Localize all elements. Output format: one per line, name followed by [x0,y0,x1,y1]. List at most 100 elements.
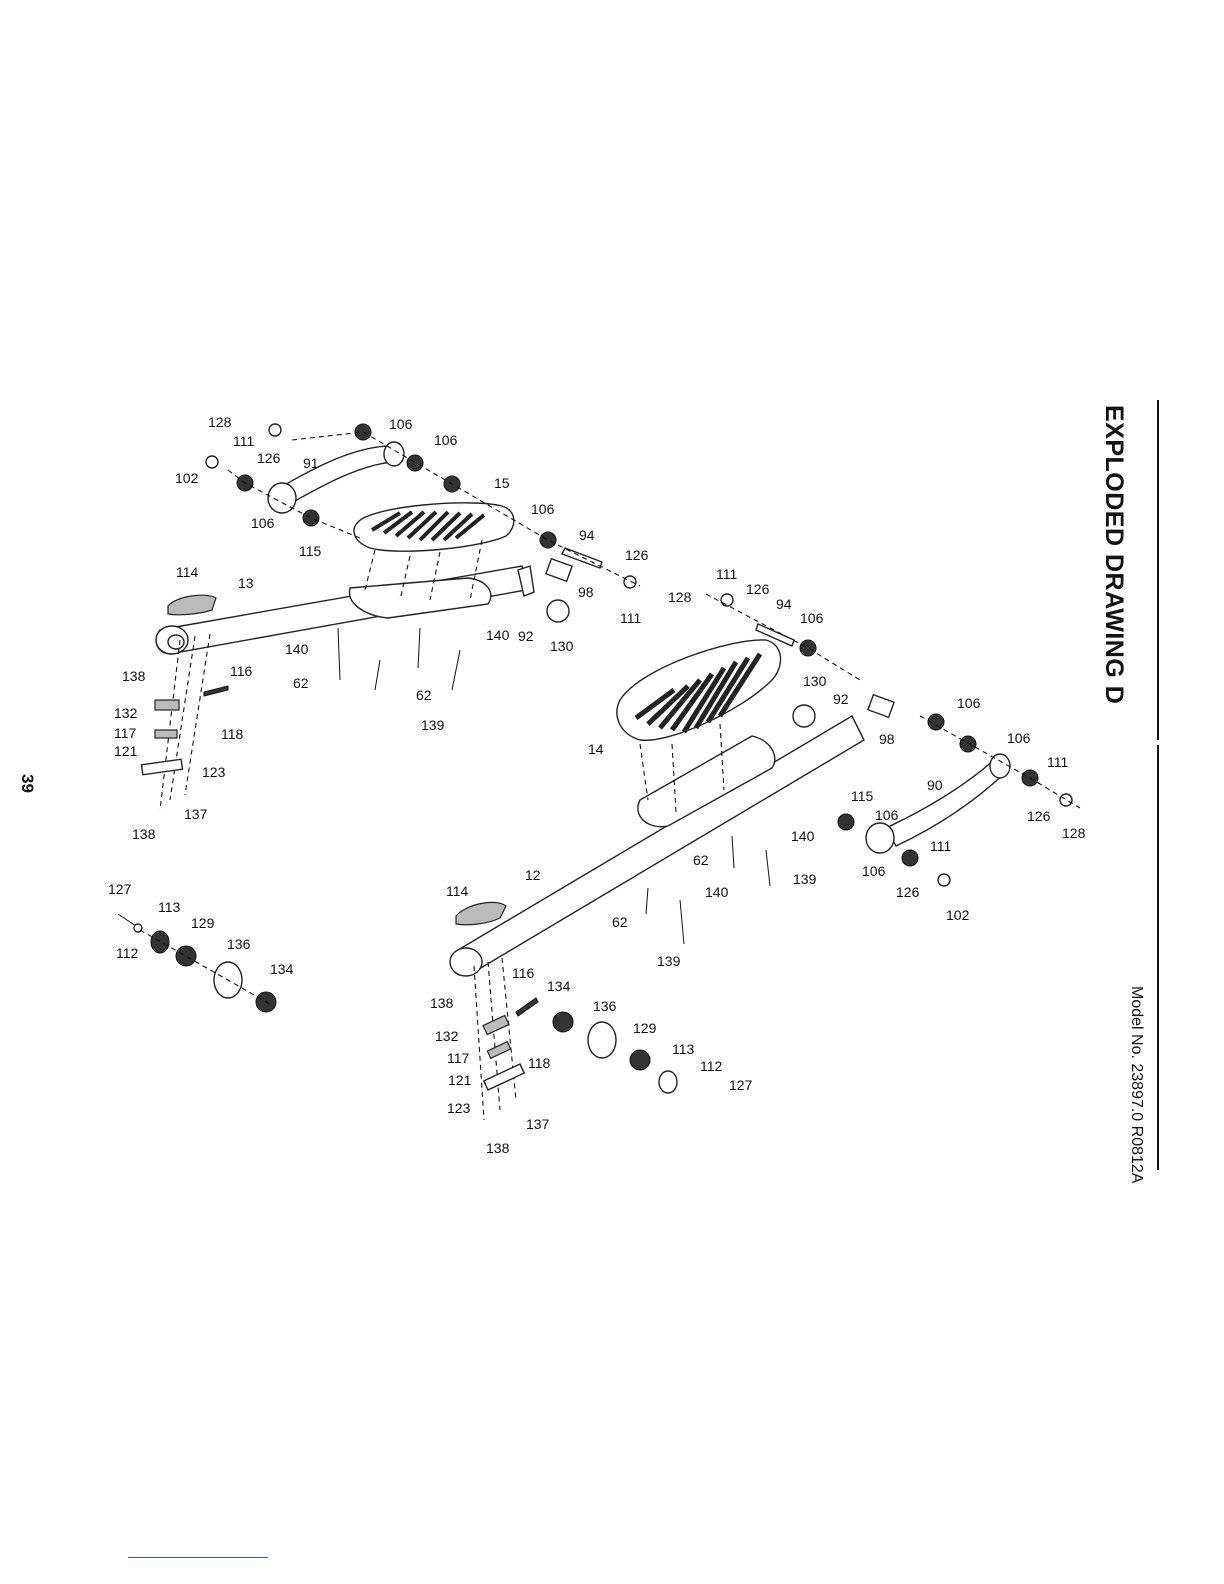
callout-111: 111 [716,566,737,582]
callout-137: 137 [184,806,208,822]
upper-dash-2 [227,469,361,539]
callout-138: 138 [132,826,156,842]
callout-106: 106 [531,501,555,517]
callout-116: 116 [230,663,253,679]
callout-121: 121 [448,1072,472,1088]
callout-132: 132 [114,705,138,721]
washer-111-b [205,455,219,469]
upper-assembly [140,423,641,811]
frame-12 [450,715,865,977]
bearing-106-h [927,713,945,731]
callout-123: 123 [447,1100,471,1116]
washer-111-e [1059,793,1073,807]
callout-12: 12 [525,867,541,883]
bearing-106-i [959,735,977,753]
bearing-106-f [539,531,557,549]
callout-116: 116 [512,965,535,981]
rail-116-lower [515,997,539,1017]
callout-111: 111 [930,838,951,854]
wheel-92-upper [546,599,570,623]
callout-106: 106 [1007,730,1031,746]
bolt-139-upper-b [451,649,461,691]
callout-92: 92 [518,628,534,644]
callout-126: 126 [896,884,920,900]
pedal-plate-upper [348,577,492,619]
bolt-62-lower-b [645,887,649,915]
callout-140: 140 [705,884,729,900]
frame-13-rear [517,565,535,597]
callout-137: 137 [526,1116,550,1132]
callout-140: 140 [791,828,815,844]
pedal-14-ribs [634,652,763,734]
callout-62: 62 [693,852,709,868]
callout-102: 102 [175,470,199,486]
callout-134: 134 [547,978,571,994]
callout-127: 127 [108,881,132,897]
bearing-106-l [901,849,919,867]
callout-117: 117 [447,1050,470,1066]
bolt-62-upper-b [417,627,421,669]
callout-15: 15 [494,475,510,491]
callout-136: 136 [227,936,251,952]
axle-94-upper [561,547,603,569]
roller-136-lower [587,1021,617,1059]
callout-134: 134 [270,961,294,977]
washer-111-c [623,575,637,589]
bearing-106-a [354,423,372,441]
rail-116-upper [203,685,229,697]
left-roller-dash [139,929,271,1005]
callout-94: 94 [776,596,792,612]
callout-138: 138 [486,1140,510,1156]
callout-126: 126 [1027,808,1051,824]
callout-139: 139 [421,717,445,733]
callout-139: 139 [657,953,681,969]
bolt-139-lower-b [679,899,685,945]
callout-13: 13 [238,575,254,591]
axle-94-lower [755,623,795,647]
callout-129: 129 [191,915,215,931]
callout-140: 140 [486,627,510,643]
washer-111-f [937,873,951,887]
callout-130: 130 [803,673,827,689]
bracket-117-upper [154,729,178,739]
callout-92: 92 [833,691,849,707]
callout-128: 128 [668,589,692,605]
bolt-127-left [117,913,137,927]
bearing-106-e [302,509,320,527]
callout-128: 128 [1062,825,1086,841]
lower-dash-3 [473,957,517,1121]
arm-91-end-a [267,482,297,514]
callout-106: 106 [251,515,275,531]
callout-111: 111 [620,610,641,626]
bearing-106-g [799,639,817,657]
callout-98: 98 [578,584,594,600]
cover-113-left [150,930,170,954]
callout-117: 117 [114,725,137,741]
lower-assembly [449,593,1081,1121]
frame-12-end [449,947,483,977]
callout-106: 106 [957,695,981,711]
callout-127: 127 [729,1077,753,1093]
callout-112: 112 [700,1058,723,1074]
pedal-15-ribs [370,510,486,542]
callout-113: 113 [158,899,181,915]
callout-130: 130 [550,638,574,654]
arm-90-end-b [989,753,1011,779]
frame-13-end-inner [167,634,185,650]
roller-group-left [117,913,277,1013]
bracket-98-lower [867,693,895,719]
arm-90 [885,759,1008,847]
callout-106: 106 [389,416,413,432]
callout-111: 111 [1047,754,1068,770]
callout-126: 126 [625,547,649,563]
cover-113-lower [658,1070,678,1094]
bracket-117-lower [486,1040,512,1060]
lower-dash-1 [705,593,1081,809]
callout-136: 136 [593,998,617,1014]
callout-106: 106 [800,610,824,626]
end-cap-114 [167,594,217,616]
upper-dash-4 [159,633,211,811]
callout-62: 62 [612,914,628,930]
callout-140: 140 [285,641,309,657]
bolt-62-lower-a [731,835,735,869]
